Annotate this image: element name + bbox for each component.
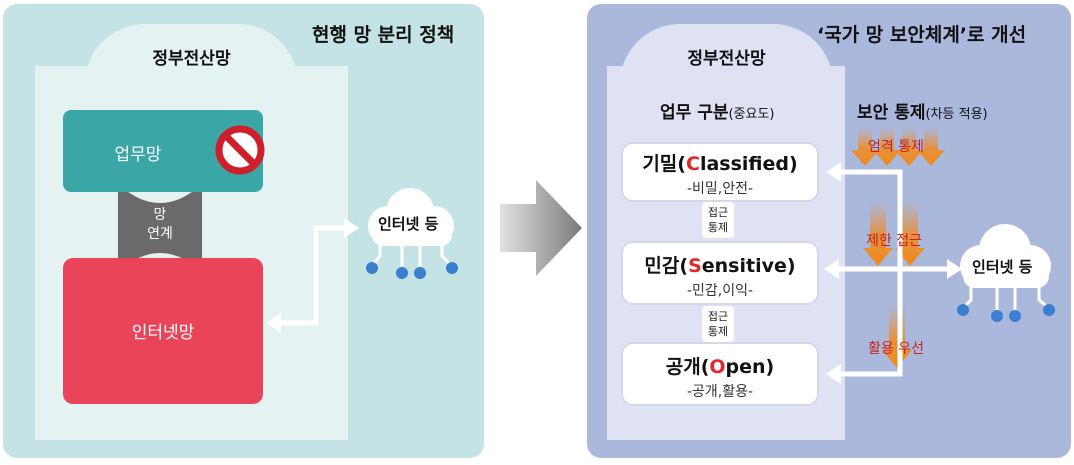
classification-heading-text: 업무 구분 — [660, 103, 729, 123]
left-diagram-graphics — [118, 184, 359, 333]
level-sensitive-title: 민감(Sensitive) — [623, 251, 817, 278]
level-sensitive-letter: S — [688, 255, 702, 277]
flow-arrow-to-sensitive — [824, 259, 839, 279]
classification-heading: 업무 구분(중요도) — [660, 98, 775, 123]
flow-arrow-to-internet — [947, 259, 962, 279]
strict-control-label: 엄격 통제 — [868, 139, 924, 155]
transition-arrow-icon — [500, 180, 582, 276]
internet-cloud-label-right: 인터넷 등 — [972, 258, 1033, 276]
level-open-letter: O — [709, 356, 726, 378]
internet-cloud-icon-right — [957, 224, 1055, 322]
internet-network-box — [63, 258, 263, 404]
level-classified-rest: lassified) — [699, 153, 798, 175]
network-link-arrow — [278, 225, 346, 326]
level-sensitive-rest: ensitive) — [701, 255, 796, 277]
level-classified-sub: -비밀,안전- — [686, 181, 754, 197]
level-open-prefix: 공개( — [665, 356, 710, 378]
flow-arrow-to-classified — [826, 162, 841, 182]
level-open-sub: -공개,활용- — [686, 384, 754, 400]
limited-access-label: 제한 접근 — [866, 233, 922, 249]
strict-control-arrows — [851, 128, 945, 166]
work-network-label: 업무망 — [114, 145, 162, 165]
control-heading-text: 보안 통제 — [857, 103, 926, 123]
network-link-label: 망 연계 — [147, 207, 173, 242]
classification-heading-note: (중요도) — [728, 107, 775, 122]
access-control-badge-1: 접근 통제 — [702, 202, 734, 238]
internet-cloud-label: 인터넷 등 — [378, 215, 439, 233]
internet-network-label: 인터넷망 — [131, 323, 195, 343]
use-priority-label: 활용 우선 — [868, 341, 924, 357]
internet-cloud-icon — [366, 188, 458, 279]
right-panel-title: ‘국가 망 보안체계’로 개선 — [817, 24, 1027, 46]
level-classified-prefix: 기밀( — [642, 153, 686, 175]
level-sensitive-box: 민감(Sensitive) -민감,이익- — [621, 241, 819, 305]
flow-arrow-to-open — [826, 364, 841, 384]
control-heading: 보안 통제(차등 적용) — [857, 98, 988, 123]
level-open-box: 공개(Open) -공개,활용- — [621, 342, 819, 406]
network-link-connector — [118, 184, 202, 272]
level-open-title: 공개(Open) — [623, 352, 817, 379]
level-sensitive-sub: -민감,이익- — [686, 283, 754, 299]
left-panel-title: 현행 망 분리 정책 — [312, 24, 455, 46]
level-classified-box: 기밀(Classified) -비밀,안전- — [621, 142, 819, 202]
internet-flow-lines — [836, 169, 950, 377]
prohibited-icon — [215, 125, 265, 175]
arrow-head-left — [266, 313, 281, 333]
gov-network-label-right: 정부전산망 — [687, 49, 766, 69]
arrow-head-right — [344, 218, 359, 238]
level-sensitive-prefix: 민감( — [644, 255, 689, 277]
access-control-badge-2: 접근 통제 — [702, 306, 734, 342]
level-classified-title: 기밀(Classified) — [623, 149, 817, 176]
level-open-rest: pen) — [725, 356, 775, 378]
gov-network-label: 정부전산망 — [152, 49, 231, 69]
control-heading-note: (차등 적용) — [925, 107, 988, 122]
level-classified-letter: C — [685, 153, 700, 175]
use-priority-arrow — [882, 306, 912, 368]
